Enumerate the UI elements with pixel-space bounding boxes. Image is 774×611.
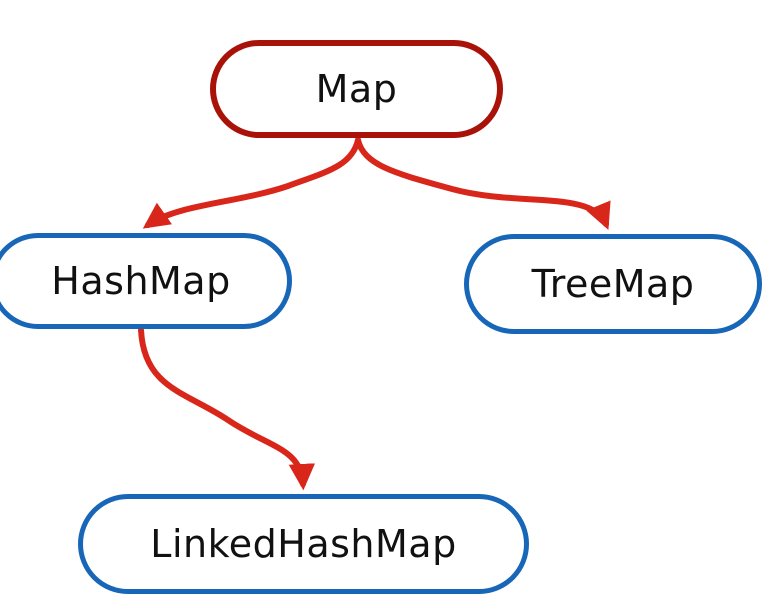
node-hashmap: HashMap (0, 233, 292, 329)
edge-hashmap-to-linkedhashmap (138, 327, 316, 491)
edge-map-to-treemap (355, 137, 611, 230)
node-map: Map (210, 40, 503, 138)
node-treemap: TreeMap (464, 234, 762, 334)
node-treemap-label: TreeMap (531, 262, 695, 306)
node-hashmap-label: HashMap (51, 259, 231, 303)
node-map-label: Map (315, 67, 398, 111)
node-linkedhashmap: LinkedHashMap (78, 494, 529, 594)
node-linkedhashmap-label: LinkedHashMap (150, 522, 457, 566)
edge-map-to-hashmap (142, 137, 361, 229)
